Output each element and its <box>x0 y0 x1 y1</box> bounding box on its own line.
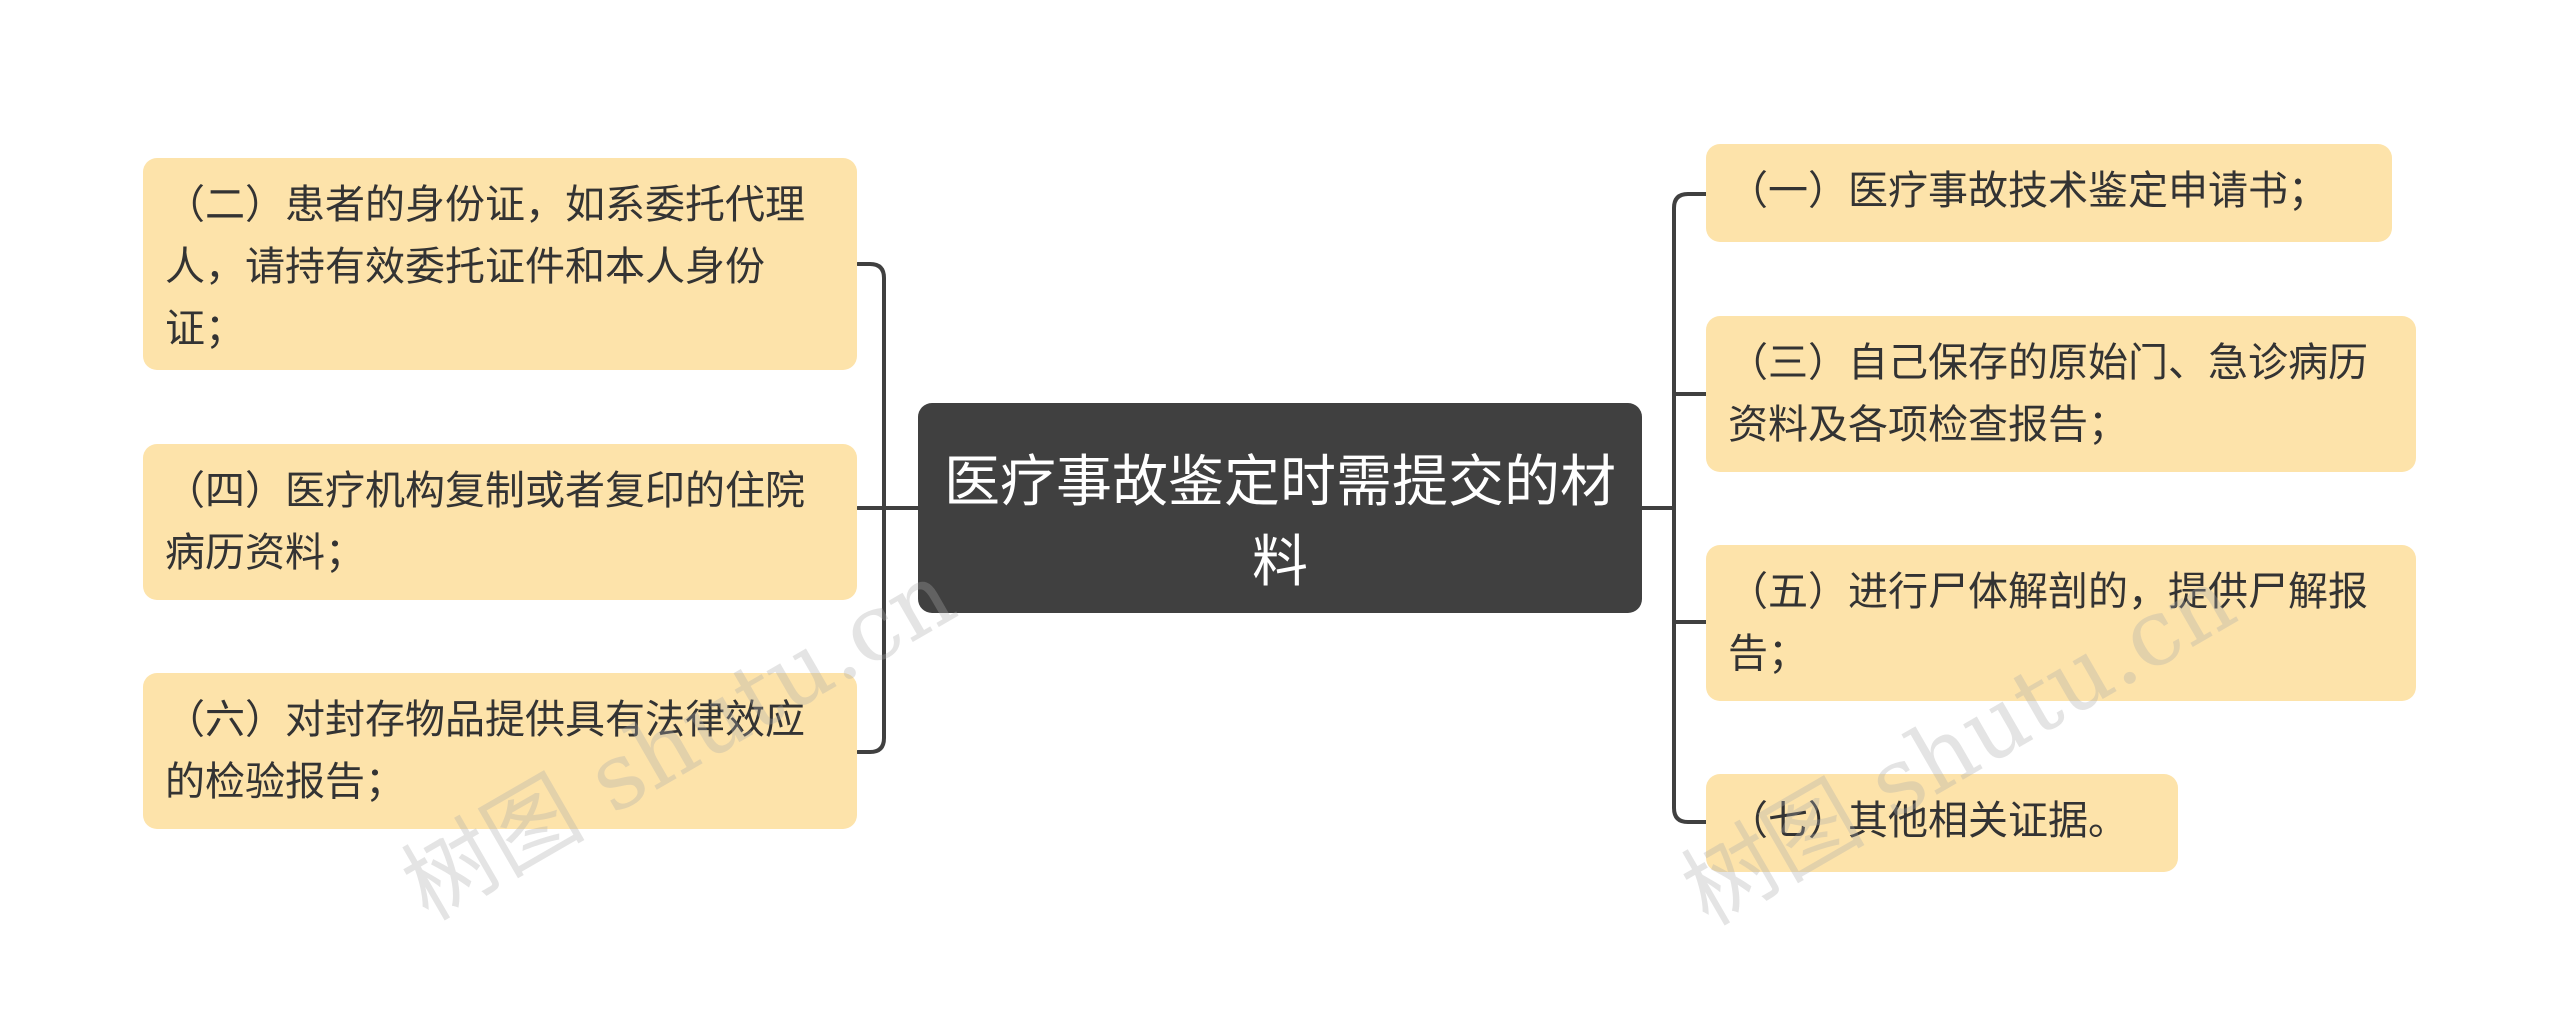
right-node-5[interactable]: （五）进行尸体解剖的，提供尸解报告； <box>1706 545 2416 701</box>
connector-bracket-right <box>1672 192 1708 824</box>
left-node-6[interactable]: （六）对封存物品提供具有法律效应的检验报告； <box>143 673 857 829</box>
left-node-4-text: （四）医疗机构复制或者复印的住院病历资料； <box>165 468 805 576</box>
left-node-4[interactable]: （四）医疗机构复制或者复印的住院病历资料； <box>143 444 857 600</box>
right-node-1-text: （一）医疗事故技术鉴定申请书； <box>1728 168 2328 214</box>
center-topic[interactable]: 医疗事故鉴定时需提交的材料 <box>918 403 1642 613</box>
center-topic-title: 医疗事故鉴定时需提交的材料 <box>944 450 1616 595</box>
left-node-2-text: （二）患者的身份证，如系委托代理人，请持有效委托证件和本人身份证； <box>165 182 805 352</box>
right-node-5-text: （五）进行尸体解剖的，提供尸解报告； <box>1728 569 2368 677</box>
right-node-1[interactable]: （一）医疗事故技术鉴定申请书； <box>1706 144 2392 242</box>
right-node-7-text: （七）其他相关证据。 <box>1728 798 2128 844</box>
right-node-7[interactable]: （七）其他相关证据。 <box>1706 774 2178 872</box>
right-node-3-text: （三）自己保存的原始门、急诊病历资料及各项检查报告； <box>1728 340 2368 448</box>
left-node-2[interactable]: （二）患者的身份证，如系委托代理人，请持有效委托证件和本人身份证； <box>143 158 857 370</box>
left-node-6-text: （六）对封存物品提供具有法律效应的检验报告； <box>165 697 805 805</box>
right-node-3[interactable]: （三）自己保存的原始门、急诊病历资料及各项检查报告； <box>1706 316 2416 472</box>
